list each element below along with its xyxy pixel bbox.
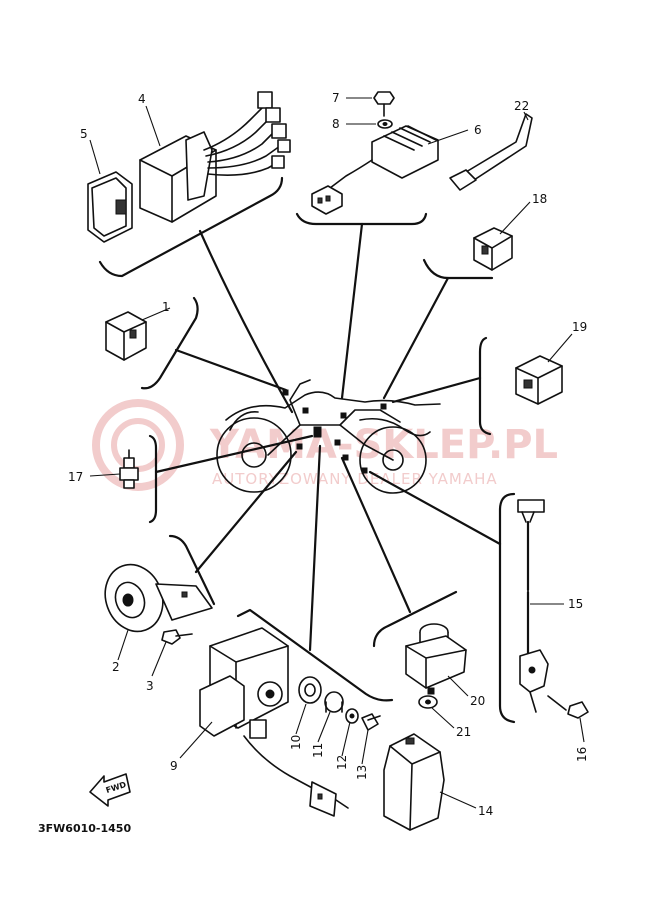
part-12-washer [345,708,359,724]
svg-text:2: 2 [112,660,120,674]
part-10-grommet [298,676,322,704]
part-18-relay [473,227,513,271]
label-10: 10 [289,703,307,750]
label-1: 1 [141,300,171,321]
label-22: 22 [514,99,529,121]
watermark-logo-icon [92,399,184,491]
part-2-horn [104,563,213,633]
svg-text:19: 19 [572,320,587,334]
part-21-damper [418,695,438,709]
label-17: 17 [68,470,121,484]
svg-text:22: 22 [514,99,529,113]
part-14-cover [383,733,445,831]
label-12: 12 [335,721,351,770]
svg-text:21: 21 [456,725,471,739]
svg-text:5: 5 [80,127,88,141]
label-3: 3 [146,641,167,693]
label-16: 16 [575,717,589,762]
diagram-code: 3FW6010-1450 [38,822,131,835]
part-8-washer [377,119,393,129]
label-7: 7 [332,91,372,105]
svg-text:15: 15 [568,597,583,611]
forward-arrow-icon: FWD [89,773,131,807]
part-11-collar [324,691,344,713]
part-15-sensor-harness [517,499,549,713]
part-1-flasher-relay [105,311,147,361]
label-4: 4 [138,92,161,147]
label-19: 19 [547,320,587,363]
label-9: 9 [170,721,213,773]
svg-text:9: 9 [170,759,178,773]
label-20: 20 [447,675,485,708]
svg-text:16: 16 [575,747,589,762]
label-11: 11 [311,711,331,758]
part-20-solenoid [405,623,467,695]
svg-text:20: 20 [470,694,485,708]
svg-text:11: 11 [311,743,325,758]
svg-text:10: 10 [289,735,303,750]
part-6-regulator [311,125,439,215]
part-9-starter-relay [199,627,349,817]
part-13-bolt [361,713,381,731]
label-6: 6 [427,123,482,145]
svg-text:4: 4 [138,92,146,106]
label-21: 21 [431,707,471,739]
svg-text:18: 18 [532,192,547,206]
label-14: 14 [439,791,493,818]
watermark-sub-text: AUTORYZOWANY DEALER YAMAHA [212,470,498,488]
part-19-relay [515,355,563,405]
svg-text:12: 12 [335,755,349,770]
watermark: YAMA-SKLEP.PL AUTORYZOWANY DEALER YAMAHA [92,399,558,491]
part-4-cdi-unit [139,91,291,223]
label-18: 18 [499,192,547,235]
svg-text:7: 7 [332,91,340,105]
label-2: 2 [112,629,129,674]
part-5-cover [87,171,133,243]
label-5: 5 [80,127,101,175]
label-13: 13 [355,729,369,780]
motorcycle-silhouette [216,379,441,494]
part-3-bolt [161,629,193,645]
leader-lines [98,176,516,724]
part-16-bolt [547,695,589,719]
svg-text:17: 17 [68,470,83,484]
part-22-cable-tie [449,113,533,191]
label-15: 15 [530,597,583,611]
svg-text:1: 1 [162,300,170,314]
part-7-bolt [373,91,395,117]
svg-text:3: 3 [146,679,154,693]
svg-text:14: 14 [478,804,493,818]
label-8: 8 [332,117,376,131]
svg-text:13: 13 [355,765,369,780]
svg-text:6: 6 [474,123,482,137]
part-labels: 1 2 3 4 5 6 7 8 [68,91,589,818]
svg-text:8: 8 [332,117,340,131]
